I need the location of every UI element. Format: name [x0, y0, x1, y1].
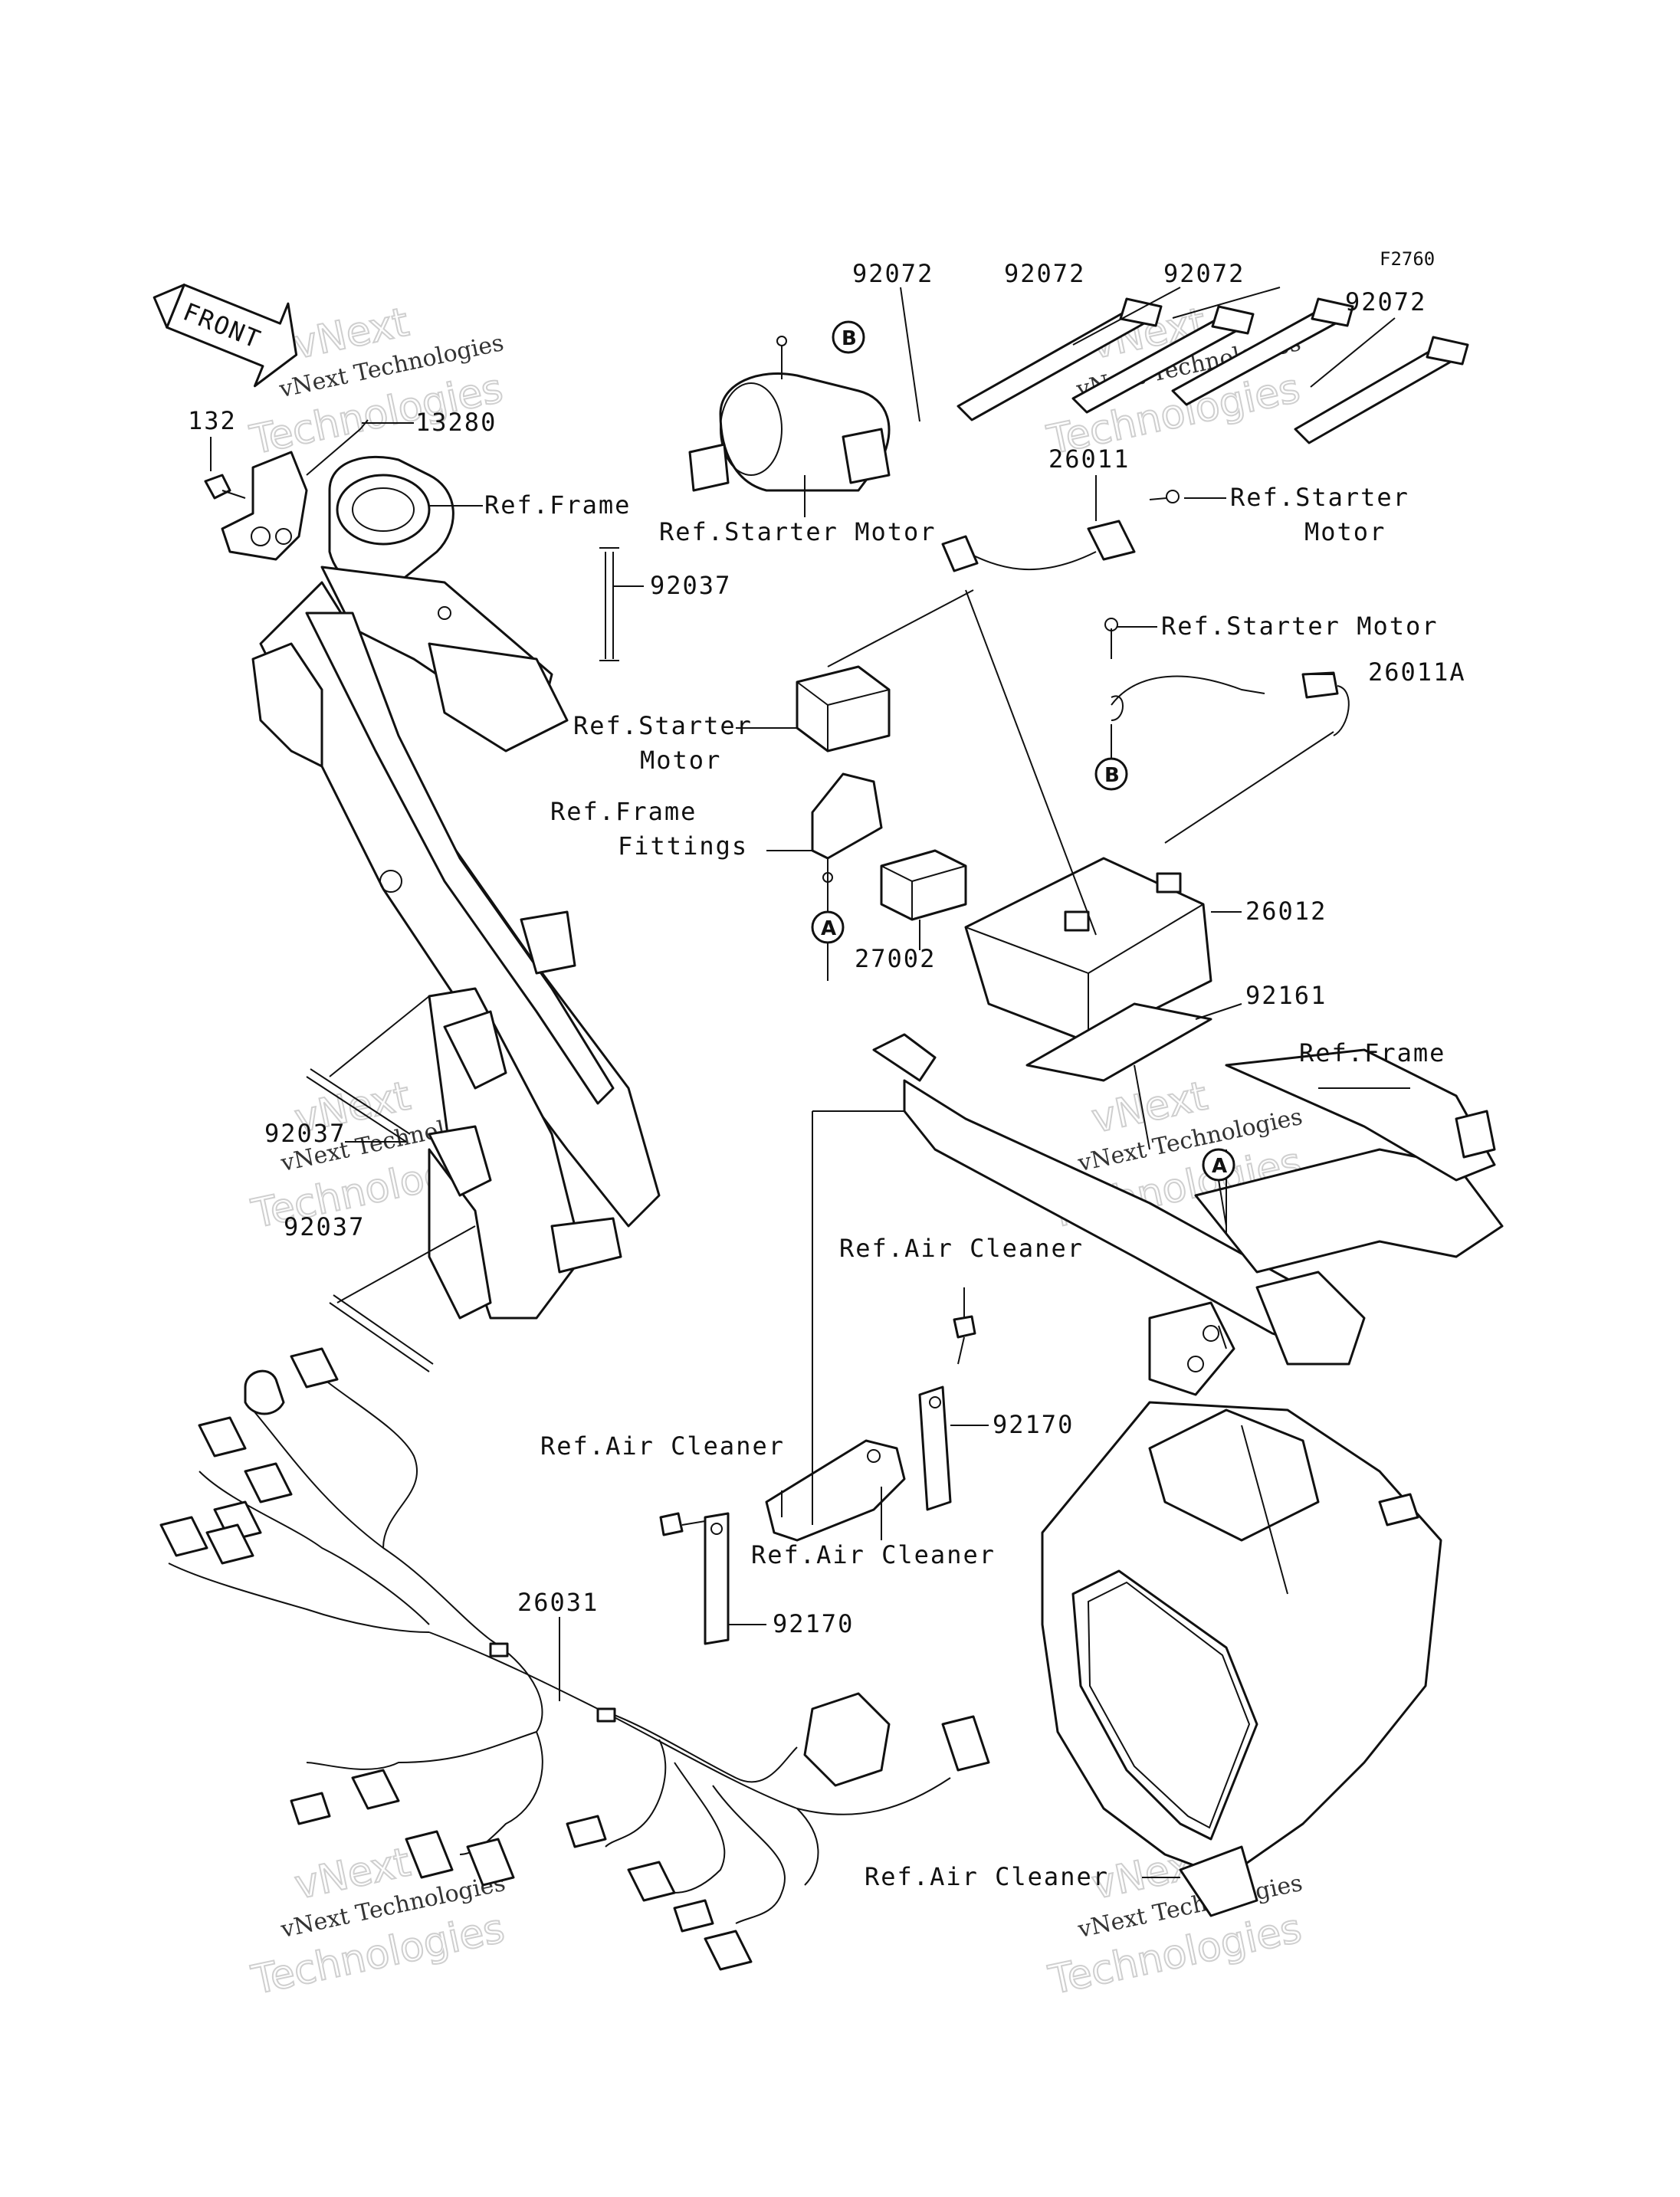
label-ref-starter-motor-3: Ref.Starter Motor: [1161, 612, 1439, 641]
label-92170-a: 92170: [993, 1410, 1074, 1439]
label-13280: 13280: [415, 408, 497, 437]
part-92072-cable-tie-2: [1071, 305, 1255, 414]
part-92072-cable-tie-4: [1294, 336, 1469, 444]
part-26012-battery: [964, 857, 1212, 1044]
part-26011-cable: [941, 490, 1180, 572]
marker-a-left: A: [811, 910, 845, 944]
label-ref-air-cleaner-4: Ref.Air Cleaner: [865, 1862, 1109, 1891]
label-92072-d: 92072: [1345, 287, 1426, 316]
part-13280-bracket: [221, 419, 369, 561]
part-26031-wire-harness: [159, 1347, 990, 1971]
air-cleaner-bracket: [765, 1439, 906, 1542]
label-ref-air-cleaner-2: Ref.Air Cleaner: [540, 1431, 785, 1461]
starter-relay: [796, 665, 891, 753]
part-132-bolt: [204, 474, 246, 500]
part-92170-strap-upper: [918, 1385, 952, 1511]
air-cleaner-bolt-lower: [659, 1512, 706, 1536]
label-132: 132: [188, 406, 237, 435]
part-26011a-cable: [1104, 618, 1350, 736]
watermark-top-right: vNext vNext Technologies Technologies: [1042, 299, 1304, 465]
part-92037-pin-upper: [599, 547, 619, 661]
marker-b-mid: B: [1094, 757, 1128, 791]
starter-motor: [688, 336, 891, 492]
air-cleaner-bolt-upper: [953, 1315, 976, 1365]
label-92037-a: 92037: [650, 571, 731, 600]
label-ref-air-cleaner-3: Ref.Air Cleaner: [751, 1540, 996, 1569]
svg-text:B: B: [842, 327, 857, 350]
frame-fittings-bracket: [811, 772, 883, 883]
svg-text:A: A: [821, 917, 836, 940]
label-92037-c: 92037: [284, 1212, 365, 1241]
label-92072-b: 92072: [1004, 259, 1085, 288]
label-ref-frame-fittings-line2: Fittings: [618, 831, 748, 861]
label-ref-frame-2: Ref.Frame: [1299, 1038, 1445, 1067]
label-92037-b: 92037: [264, 1119, 346, 1148]
part-92037-pin-middle: [306, 1068, 411, 1143]
label-ref-starter-motor-2-line1: Ref.Starter: [1230, 483, 1409, 512]
label-26011: 26011: [1048, 444, 1130, 474]
label-26012: 26012: [1245, 897, 1327, 926]
label-92170-b: 92170: [773, 1609, 854, 1638]
subframe: [872, 1033, 1504, 1396]
part-92037-pin-lower: [329, 1294, 434, 1372]
label-ref-frame-1: Ref.Frame: [484, 490, 631, 520]
air-cleaner-box: [1041, 1401, 1442, 1917]
marker-b-top: B: [832, 320, 865, 354]
label-ref-starter-motor-1: Ref.Starter Motor: [659, 517, 937, 546]
frame-main: [251, 455, 661, 1320]
marker-a-right: A: [1202, 1148, 1235, 1182]
label-26011a: 26011A: [1368, 657, 1466, 687]
label-92161: 92161: [1245, 981, 1327, 1010]
part-92161-pad: [1025, 1002, 1212, 1082]
label-ref-starter-motor-4-line1: Ref.Starter: [573, 711, 753, 740]
svg-text:A: A: [1212, 1155, 1227, 1178]
svg-text:B: B: [1104, 764, 1120, 787]
label-92072-a: 92072: [852, 259, 934, 288]
label-ref-frame-fittings-line1: Ref.Frame: [550, 797, 697, 826]
label-27002: 27002: [855, 944, 936, 973]
label-92072-c: 92072: [1163, 259, 1245, 288]
label-ref-starter-motor-4-line2: Motor: [640, 746, 721, 775]
leader-lines: [210, 287, 1410, 1878]
figure-code: F2760: [1380, 248, 1435, 270]
label-ref-starter-motor-2-line2: Motor: [1304, 517, 1386, 546]
label-26031: 26031: [517, 1588, 599, 1617]
part-92072-cable-tie-3: [1171, 297, 1354, 406]
label-ref-air-cleaner-1: Ref.Air Cleaner: [839, 1234, 1084, 1263]
part-92170-strap-lower: [704, 1512, 730, 1645]
part-27002-block: [880, 849, 967, 921]
